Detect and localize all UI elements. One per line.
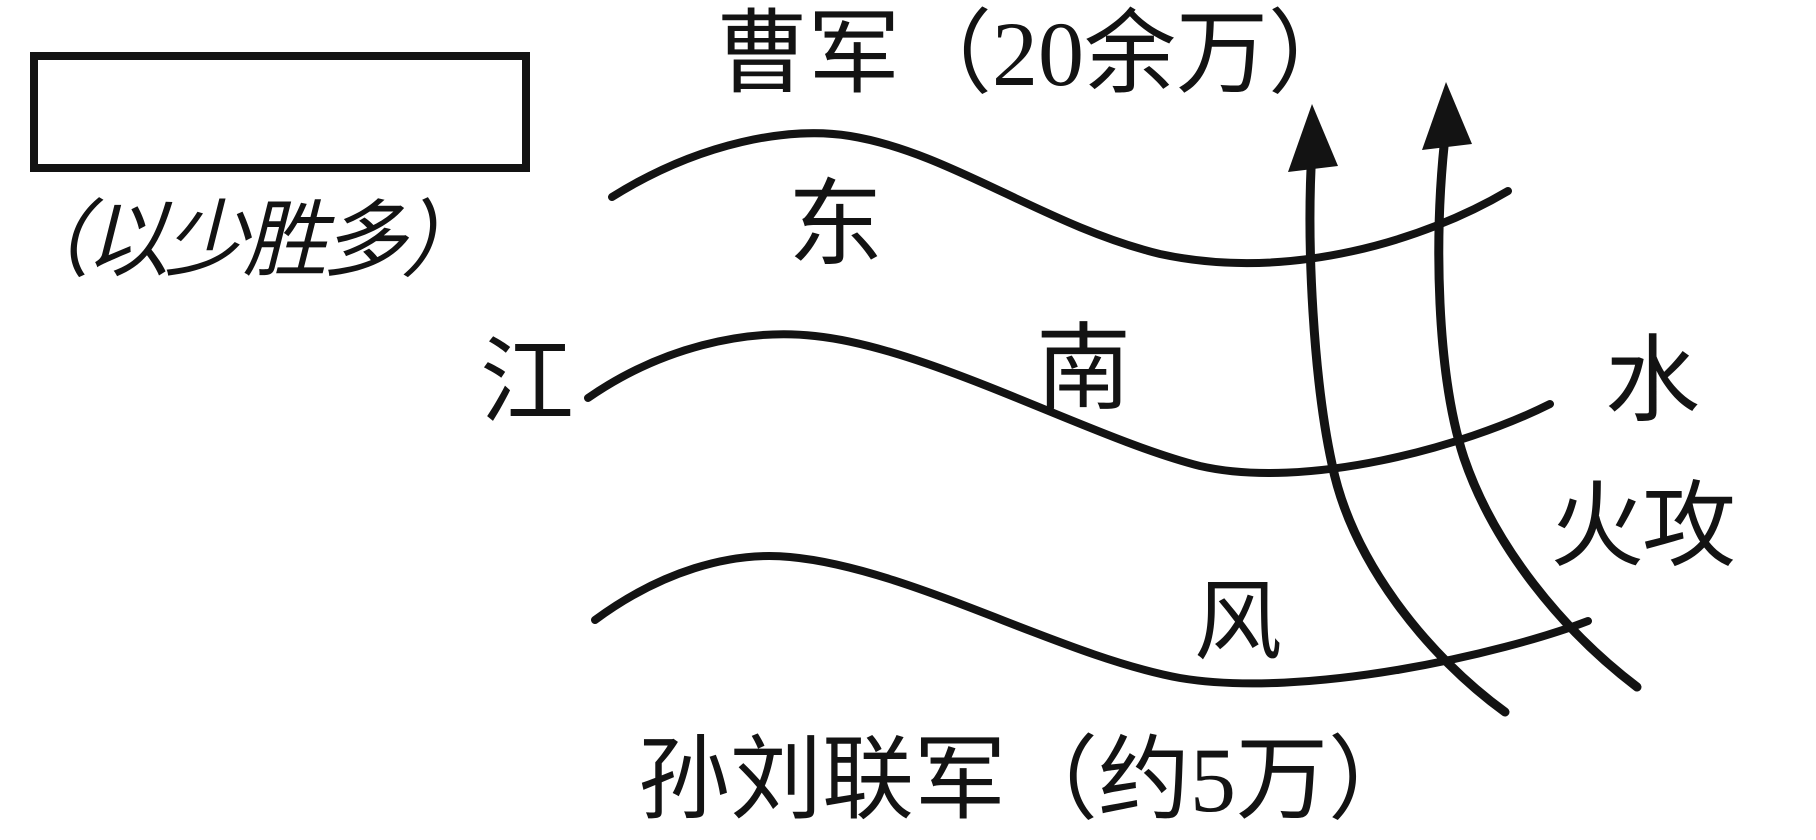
river-wave-top	[608, 129, 1512, 267]
wind-char-feng: 风	[1194, 575, 1283, 672]
tactic-label-huogong: 火攻	[1550, 475, 1736, 579]
attack-arrow-right	[1422, 82, 1642, 692]
attack-arrow-left-head-icon	[1288, 104, 1338, 172]
answer-box[interactable]	[30, 52, 530, 172]
river-waves	[584, 129, 1592, 688]
attack-arrow-left	[1288, 104, 1510, 717]
river-wave-middle	[584, 330, 1554, 477]
attack-arrow-right-head-icon	[1422, 82, 1472, 150]
sun-liu-army-label: 孙刘联军（约5万）	[638, 729, 1421, 831]
wind-char-nan: 南	[1036, 316, 1132, 422]
answer-box-caption: （以少胜多）	[6, 195, 485, 288]
river-label-jiang: 江	[480, 331, 575, 435]
tactic-label-shui: 水	[1605, 328, 1701, 434]
attack-arrow-right-shaft	[1434, 123, 1642, 692]
cao-army-label: 曹军（20余万）	[716, 3, 1361, 105]
river-wave-bottom	[591, 552, 1592, 688]
attack-arrow-left-shaft	[1305, 145, 1510, 717]
wind-char-dong: 东	[788, 172, 884, 278]
